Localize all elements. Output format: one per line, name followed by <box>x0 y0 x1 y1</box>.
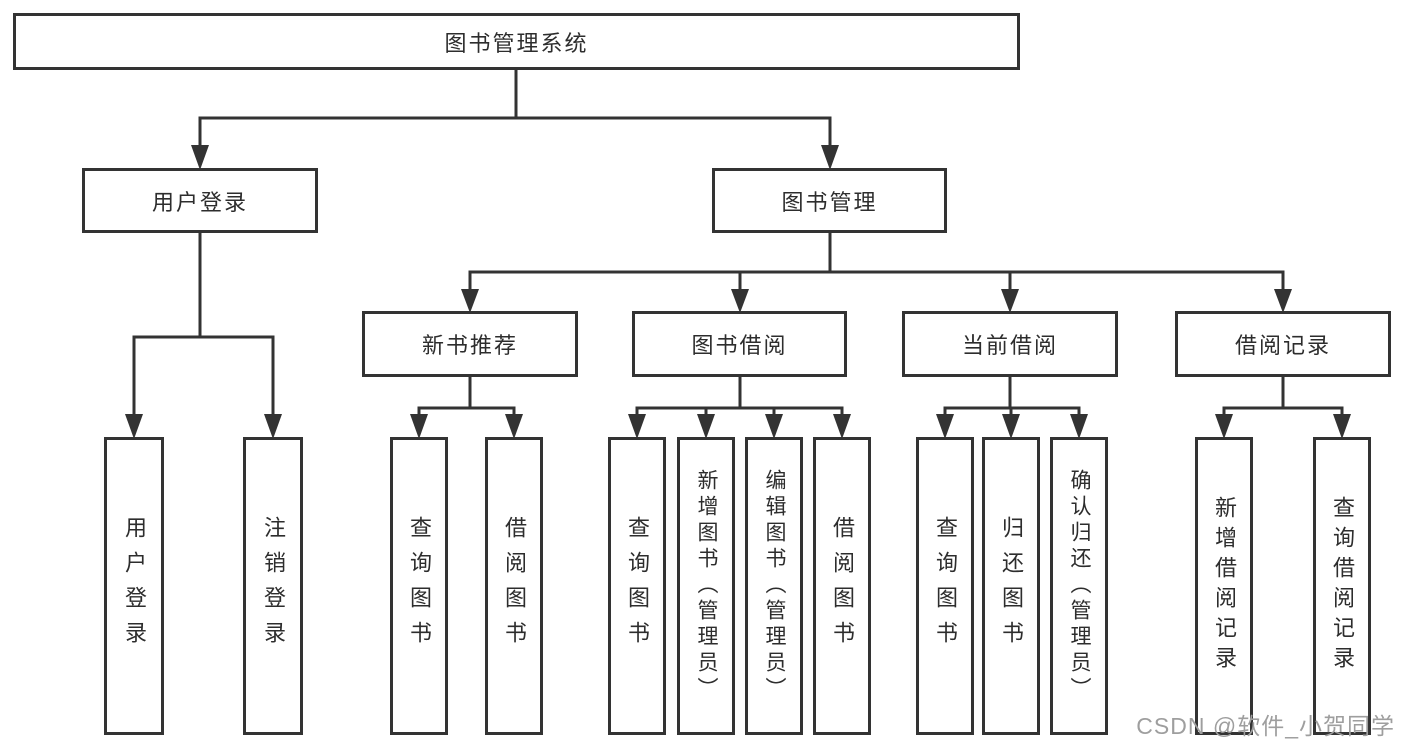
leaf-add-book-admin: 新增图书（管理员） <box>677 437 735 735</box>
leaf-query-book-2: 查询图书 <box>608 437 666 735</box>
leaf-query-book-3: 查询图书 <box>916 437 974 735</box>
connector-newbookrec-to-leaves <box>417 375 516 418</box>
leaf-query-borrow-record-label: 查询借阅记录 <box>1330 496 1355 676</box>
connector-bookborrow-to-leaves <box>635 375 844 418</box>
leaf-add-borrow-record: 新增借阅记录 <box>1195 437 1253 735</box>
connector-userlogin-to-leaves <box>132 231 275 418</box>
connector-root-to-level2 <box>198 68 832 149</box>
leaf-borrow-book-1-label: 借阅图书 <box>502 516 527 656</box>
node-book-management-label: 图书管理 <box>781 189 878 215</box>
leaf-query-book-1-label: 查询图书 <box>407 516 432 656</box>
node-book-management: 图书管理 <box>712 168 947 233</box>
node-current-borrowing-label: 当前借阅 <box>961 333 1058 358</box>
node-new-book-recommend: 新书推荐 <box>362 311 578 377</box>
connector-currentborrow-to-leaves <box>943 375 1081 418</box>
connector-bookmgmt-to-level3 <box>468 231 1285 293</box>
leaf-edit-book-admin-label: 编辑图书（管理员） <box>763 469 786 703</box>
leaf-logout: 注销登录 <box>243 437 303 735</box>
csdn-watermark: CSDN @软件_小贺同学 <box>1136 713 1395 739</box>
node-borrowing-records: 借阅记录 <box>1175 311 1391 377</box>
node-user-login-label: 用户登录 <box>151 189 248 215</box>
leaf-edit-book-admin: 编辑图书（管理员） <box>745 437 803 735</box>
node-new-book-recommend-label: 新书推荐 <box>421 333 518 358</box>
leaf-query-borrow-record: 查询借阅记录 <box>1313 437 1371 735</box>
node-current-borrowing: 当前借阅 <box>902 311 1118 377</box>
node-root: 图书管理系统 <box>13 13 1020 70</box>
leaf-borrow-book-1: 借阅图书 <box>485 437 543 735</box>
node-book-borrowing-label: 图书借阅 <box>691 333 788 358</box>
leaf-add-book-admin-label: 新增图书（管理员） <box>695 469 718 703</box>
leaf-logout-label: 注销登录 <box>261 516 286 656</box>
leaf-query-book-2-label: 查询图书 <box>625 516 650 656</box>
node-book-borrowing: 图书借阅 <box>632 311 847 377</box>
leaf-return-book: 归还图书 <box>982 437 1040 735</box>
leaf-user-login-label: 用户登录 <box>122 516 147 656</box>
leaf-borrow-book-2-label: 借阅图书 <box>830 516 855 656</box>
node-user-login: 用户登录 <box>82 168 318 233</box>
leaf-user-login: 用户登录 <box>104 437 164 735</box>
leaf-query-book-3-label: 查询图书 <box>933 516 958 656</box>
leaf-confirm-return-admin: 确认归还（管理员） <box>1050 437 1108 735</box>
leaf-return-book-label: 归还图书 <box>999 516 1024 656</box>
leaf-borrow-book-2: 借阅图书 <box>813 437 871 735</box>
leaf-add-borrow-record-label: 新增借阅记录 <box>1212 496 1237 676</box>
leaf-confirm-return-admin-label: 确认归还（管理员） <box>1068 469 1091 703</box>
leaf-query-book-1: 查询图书 <box>390 437 448 735</box>
node-borrowing-records-label: 借阅记录 <box>1234 333 1331 358</box>
arrowheads <box>125 145 1351 439</box>
node-root-label: 图书管理系统 <box>444 30 589 56</box>
connector-records-to-leaves <box>1222 375 1344 418</box>
